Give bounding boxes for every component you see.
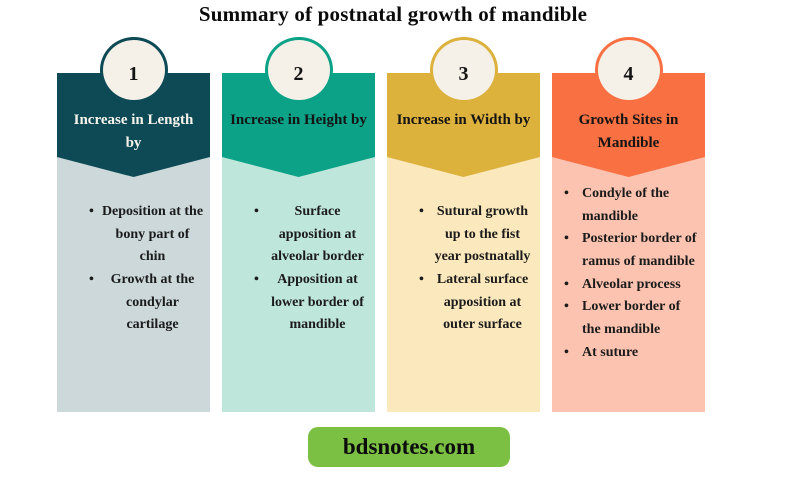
list-item: Apposition at lower border of mandible	[222, 269, 375, 337]
bullet-list-4: Condyle of the mandible Posterior border…	[552, 183, 705, 364]
column-card-1: 1 Increase in Length by Deposition at th…	[57, 37, 210, 412]
column-card-2: 2 Increase in Height by Surface appositi…	[222, 37, 375, 412]
bullet-list-2: Surface apposition at alveolar border Ap…	[222, 201, 375, 337]
list-item: Surface apposition at alveolar border	[222, 201, 375, 269]
list-item: Lower border of the mandible	[552, 296, 705, 341]
footer-badge: bdsnotes.com	[308, 427, 510, 467]
step-number-1: 1	[128, 62, 139, 85]
step-circle-4: 4	[594, 37, 663, 103]
step-circle-2: 2	[264, 37, 333, 103]
column-card-3: 3 Increase in Width by Sutural growth up…	[387, 37, 540, 412]
column-header-2: Increase in Height by	[222, 73, 375, 177]
column-heading-3: Increase in Width by	[396, 112, 531, 128]
column-heading-4: Growth Sites in Mandible	[578, 112, 679, 151]
list-item: Posterior border of ramus of mandible	[552, 228, 705, 273]
page-title: Summary of postnatal growth of mandible	[198, 2, 588, 26]
list-item: Lateral surface apposition at outer surf…	[387, 269, 540, 337]
step-number-4: 4	[623, 62, 634, 85]
column-body-4: Condyle of the mandible Posterior border…	[552, 157, 705, 412]
list-item: Alveolar process	[552, 274, 705, 297]
list-item: At suture	[552, 342, 705, 365]
list-item: Sutural growth up to the fist year postn…	[387, 201, 540, 269]
bullet-list-3: Sutural growth up to the fist year postn…	[387, 201, 540, 337]
column-heading-1: Increase in Length by	[73, 112, 194, 151]
list-item: Deposition at the bony part of chin	[57, 201, 210, 269]
bullet-list-1: Deposition at the bony part of chin Grow…	[57, 201, 210, 337]
column-heading-2: Increase in Height by	[230, 112, 367, 128]
list-item: Condyle of the mandible	[552, 183, 705, 228]
list-item: Growth at the condylar cartilage	[57, 269, 210, 337]
step-circle-1: 1	[99, 37, 168, 103]
column-body-3: Sutural growth up to the fist year postn…	[387, 157, 540, 412]
step-circle-3: 3	[429, 37, 498, 103]
column-body-1: Deposition at the bony part of chin Grow…	[57, 157, 210, 412]
step-number-3: 3	[458, 62, 469, 85]
footer-label: bdsnotes.com	[342, 434, 476, 459]
step-number-2: 2	[293, 62, 304, 85]
column-body-2: Surface apposition at alveolar border Ap…	[222, 157, 375, 412]
column-card-4: 4 Growth Sites in Mandible Condyle of th…	[552, 37, 705, 412]
